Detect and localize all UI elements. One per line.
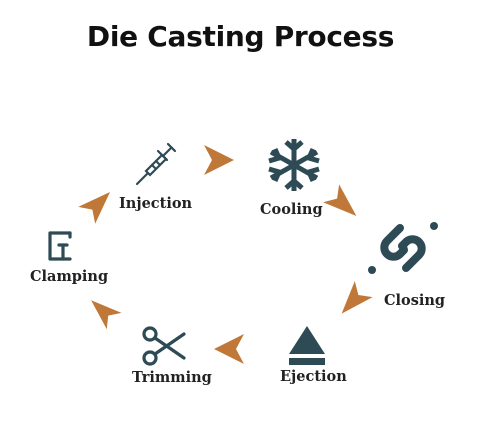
chain-link-icon: [368, 222, 438, 274]
step-label-closing: Closing: [384, 292, 446, 309]
step-label-clamping: Clamping: [30, 268, 109, 285]
step-label-ejection: Ejection: [280, 368, 347, 385]
scissors-icon: [142, 326, 186, 366]
arrow-closing-to-ejection: [341, 281, 373, 314]
arrow-cooling-to-closing: [323, 184, 357, 217]
arrow-clamping-to-injection: [78, 191, 111, 224]
step-label-injection: Injection: [119, 195, 193, 212]
arrow-trimming-to-clamping: [91, 300, 122, 330]
syringe-icon: [135, 142, 177, 186]
clamp-icon: [48, 231, 72, 261]
diagram-title: Die Casting Process: [86, 20, 395, 53]
step-label-cooling: Cooling: [260, 201, 323, 218]
eject-icon: [289, 326, 325, 365]
step-label-trimming: Trimming: [132, 369, 212, 386]
snowflake-icon: [268, 139, 320, 191]
arrow-injection-to-cooling: [204, 145, 234, 175]
arrow-ejection-to-trimming: [214, 334, 244, 364]
